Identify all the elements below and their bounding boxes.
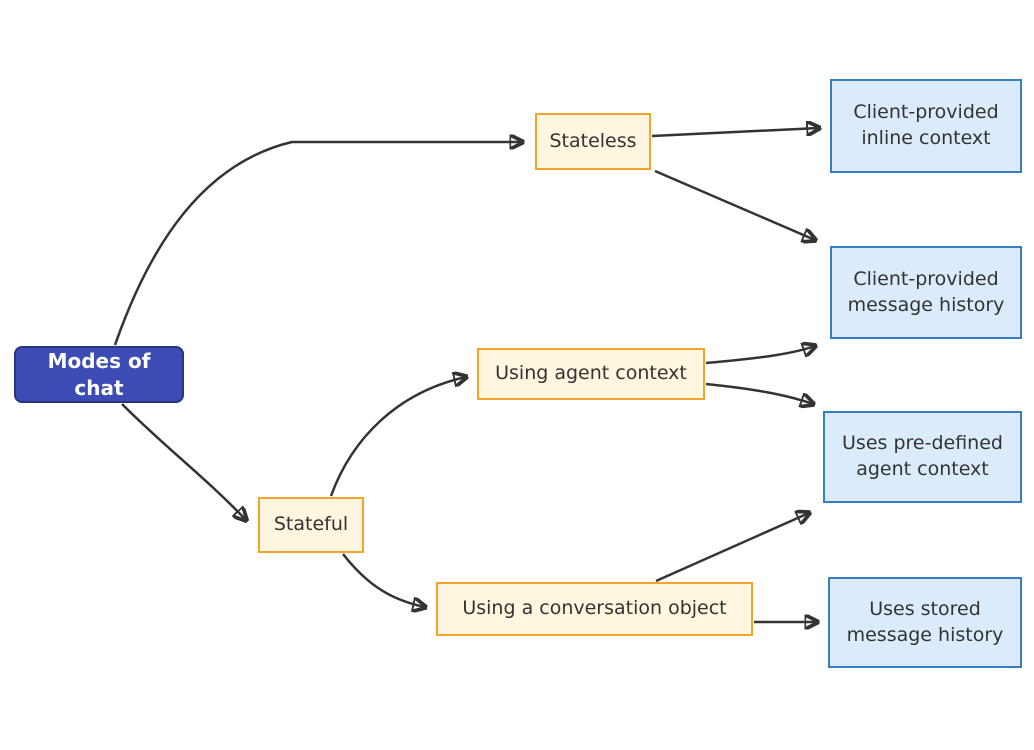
node-stateless: Stateless	[535, 113, 651, 170]
node-client-provided-message-history: Client-provided message history	[830, 246, 1022, 339]
edge-stateful-to-agent-context	[329, 377, 466, 497]
edge-stateless-to-message-history	[654, 169, 815, 240]
edge-root-to-stateless	[113, 142, 522, 346]
node-stateful: Stateful	[258, 497, 364, 553]
node-using-a-conversation-object: Using a conversation object	[436, 582, 753, 636]
node-client-provided-inline-context: Client-provided inline context	[830, 79, 1022, 173]
edge-agent-context-to-message-history	[705, 346, 815, 365]
edge-root-to-stateful	[121, 403, 246, 520]
edge-agent-context-to-predefined-context	[705, 382, 813, 404]
node-uses-stored-message-history: Uses stored message history	[828, 577, 1022, 668]
edge-stateful-to-conversation	[342, 553, 425, 607]
node-modes-of-chat: Modes of chat	[14, 346, 184, 403]
node-using-agent-context: Using agent context	[477, 348, 705, 400]
edge-stateless-to-inline-context	[651, 128, 819, 138]
edge-conversation-to-predefined-context	[655, 513, 809, 583]
node-uses-pre-defined-agent-context: Uses pre-defined agent context	[823, 411, 1022, 503]
